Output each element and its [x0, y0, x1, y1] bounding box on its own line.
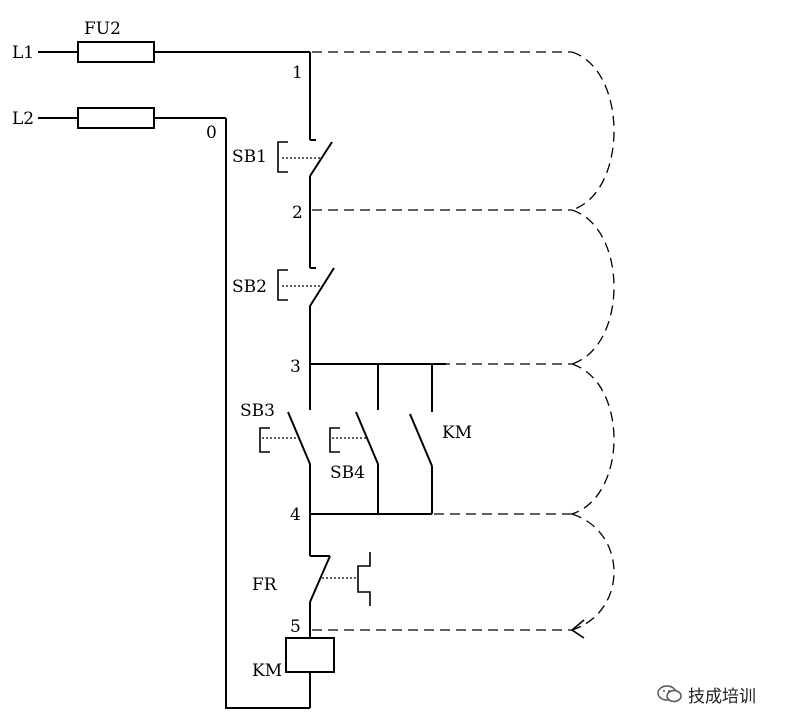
label-km-coil: KM: [252, 661, 282, 681]
start-button-sb3: [259, 364, 311, 514]
label-node-5: 5: [290, 617, 301, 637]
label-node-4: 4: [290, 505, 301, 525]
label-l1: L1: [12, 43, 34, 63]
label-km-contact: KM: [442, 423, 472, 443]
fuse-fu2-l2: [77, 107, 155, 129]
wechat-icon: [657, 685, 682, 703]
neutral-rail: [225, 118, 310, 709]
dashed-node-links: [312, 51, 615, 639]
watermark: 技成培训: [656, 681, 756, 707]
label-fu2: FU2: [84, 19, 121, 39]
label-sb2: SB2: [232, 277, 267, 297]
label-sb1: SB1: [232, 147, 267, 167]
line-l2: [38, 107, 226, 129]
label-node-1: 1: [292, 63, 303, 83]
fuse-fu2-l1: [77, 41, 155, 63]
label-sb3: SB3: [240, 401, 275, 421]
label-l2: L2: [12, 109, 34, 129]
label-node-3: 3: [290, 357, 301, 377]
label-sb4: SB4: [330, 463, 365, 483]
watermark-text: 技成培训: [688, 686, 756, 707]
line-l1: [38, 41, 310, 63]
km-auxiliary-contact: [409, 364, 433, 514]
overload-relay-fr: [309, 514, 371, 638]
label-node-0: 0: [206, 123, 217, 143]
start-button-sb4: [329, 364, 379, 514]
label-fr: FR: [252, 575, 278, 595]
stop-button-sb1: [277, 139, 333, 210]
label-node-2: 2: [292, 203, 303, 223]
km-coil: [285, 637, 335, 673]
stop-button-sb2: [277, 267, 335, 364]
